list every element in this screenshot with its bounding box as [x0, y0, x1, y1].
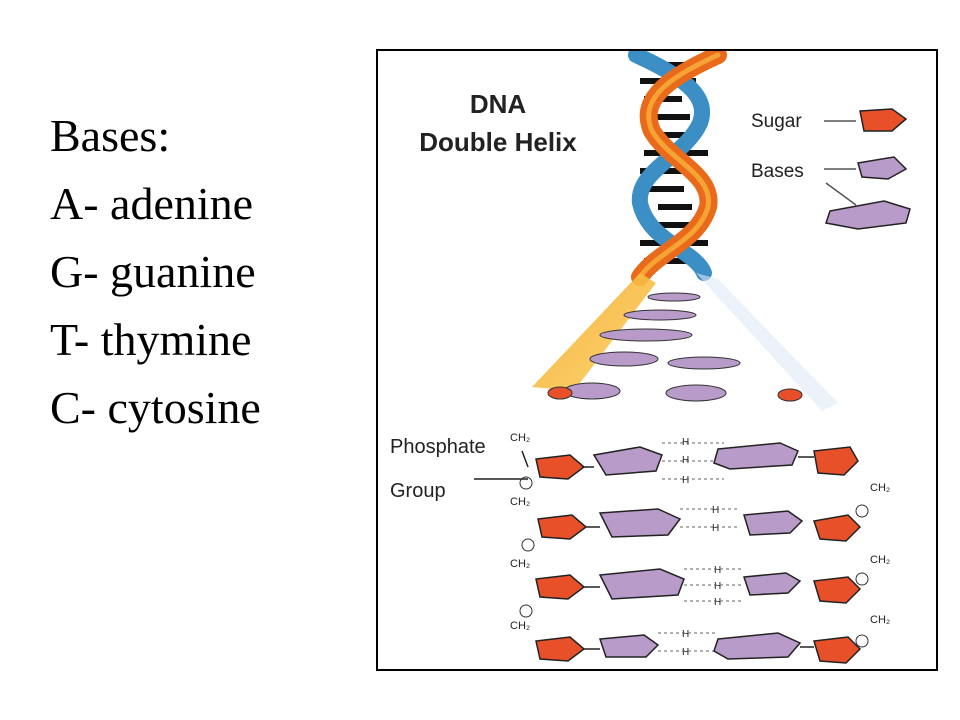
- sugar-icon: [813, 636, 862, 664]
- base-icon: [713, 632, 802, 660]
- phosphate-icon: [519, 604, 533, 618]
- legend-bases-label: Bases: [751, 161, 804, 182]
- sugar-icon: [537, 514, 588, 540]
- phosphate-group-callout: Phosphate Group: [390, 436, 529, 502]
- sugar-icon: [535, 636, 586, 662]
- phosphate-label-line1: Phosphate: [390, 436, 486, 458]
- dna-double-helix-diagram: DNA Double Helix Sugar Bases: [376, 49, 938, 671]
- base-icon: [713, 442, 799, 470]
- hydrogen-bond-label: H: [714, 597, 721, 608]
- hydrogen-bond-label: H: [682, 629, 689, 640]
- hydrogen-bond-label: H: [712, 505, 719, 516]
- sugar-icon: [813, 576, 862, 604]
- base-icon: [598, 508, 682, 538]
- diagram-title-dna: DNA: [470, 89, 527, 119]
- hydrogen-bond-label: H: [714, 581, 721, 592]
- legend: Sugar Bases: [751, 108, 911, 230]
- sugar-icon: [813, 514, 862, 542]
- sugar-icon: [535, 454, 586, 480]
- ch2-label: CH₂: [870, 614, 890, 626]
- phosphate-icon: [855, 572, 869, 586]
- diagram-title-double-helix: Double Helix: [419, 127, 577, 157]
- base-icon: [742, 572, 802, 596]
- base-pair-rung-3: H H H CH₂ CH₂: [510, 565, 890, 632]
- base-legend-icon-large: [825, 200, 911, 230]
- base-pair-rung-1: CH₂ CH₂ H H H: [510, 432, 859, 508]
- base-pair-rung-2: H H CH₂ CH₂ CH₂: [510, 482, 890, 570]
- phosphate-label-line2: Group: [390, 480, 446, 502]
- base-pair-rung-4: H H: [535, 629, 869, 664]
- sugar-icon: [813, 446, 859, 476]
- ch2-label: CH₂: [510, 558, 530, 570]
- phosphate-icon: [855, 634, 869, 648]
- double-helix: [628, 51, 727, 286]
- sugar-legend-icon: [859, 108, 908, 132]
- base-icon: [743, 510, 804, 536]
- base-guanine: G- guanine: [50, 246, 256, 297]
- bases-heading: Bases:: [50, 110, 171, 161]
- base-icon: [598, 634, 660, 658]
- base-icon: [592, 446, 663, 476]
- hydrogen-bond-label: H: [682, 437, 689, 448]
- hydrogen-bond-label: H: [714, 565, 721, 576]
- bases-list: Bases: A- adenine G- guanine T- thymine …: [50, 102, 261, 442]
- ch2-label: CH₂: [870, 554, 890, 566]
- ch2-label: CH₂: [510, 620, 530, 632]
- base-cytosine: C- cytosine: [50, 382, 261, 433]
- dna-diagram-canvas: DNA Double Helix Sugar Bases: [390, 51, 911, 664]
- ch2-label: CH₂: [510, 432, 530, 444]
- phosphate-icon: [519, 476, 533, 490]
- hydrogen-bond-label: H: [682, 647, 689, 658]
- helix-unwinding-fan: [532, 273, 838, 411]
- hydrogen-bond-label: H: [682, 475, 689, 486]
- base-thymine: T- thymine: [50, 314, 252, 365]
- ch2-label: CH₂: [870, 482, 890, 494]
- legend-sugar-label: Sugar: [751, 111, 802, 132]
- base-icon: [598, 568, 685, 600]
- ch2-label: CH₂: [510, 496, 530, 508]
- phosphate-icon: [521, 538, 535, 552]
- sugar-icon: [535, 574, 586, 600]
- phosphate-icon: [855, 504, 869, 518]
- hydrogen-bond-label: H: [712, 523, 719, 534]
- hydrogen-bond-label: H: [682, 455, 689, 466]
- base-adenine: A- adenine: [50, 178, 254, 229]
- base-legend-icon-small: [857, 156, 908, 180]
